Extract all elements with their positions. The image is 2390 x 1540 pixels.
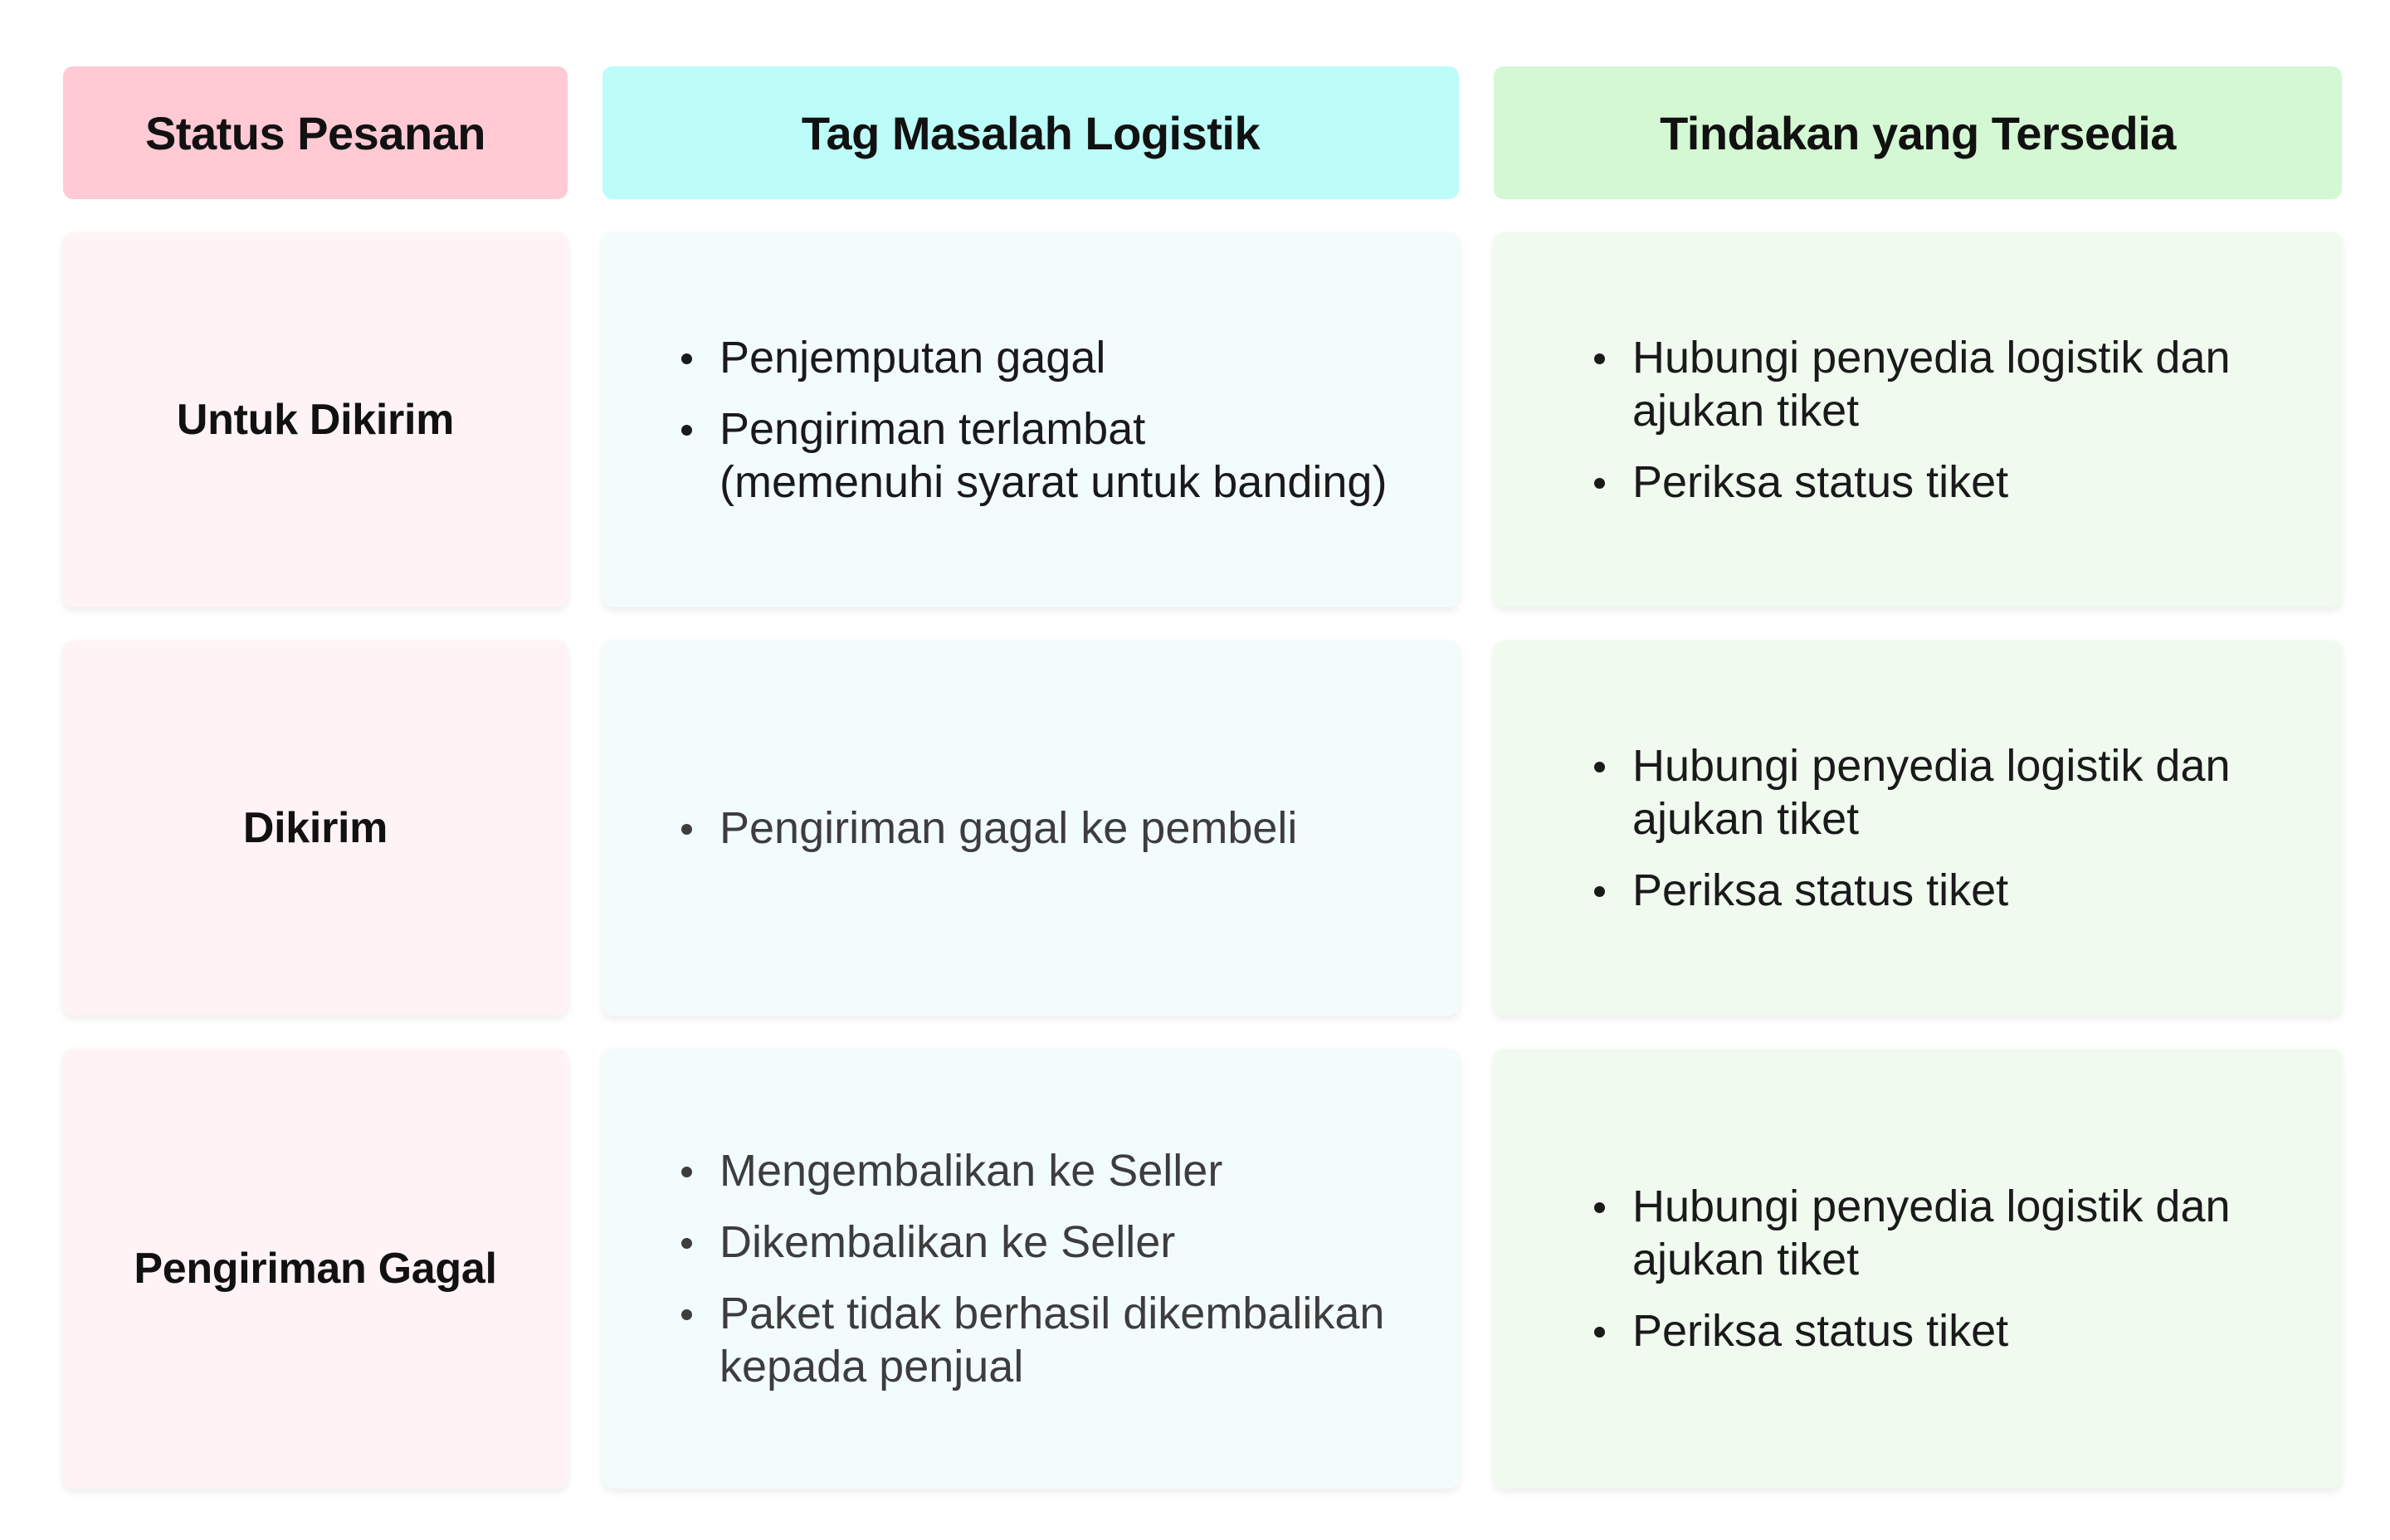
row-3-tags: Mengembalikan ke Seller Dikembalikan ke … bbox=[602, 1049, 1459, 1489]
row-1-actions: Hubungi penyedia logistik dan ajukan tik… bbox=[1494, 232, 2342, 607]
list-item: Periksa status tiket bbox=[1594, 456, 2342, 509]
row-1-status: Untuk Dikirim bbox=[63, 232, 568, 607]
list-item: Pengiriman gagal ke pembeli bbox=[681, 802, 1459, 855]
logistics-status-table: Status Pesanan Tag Masalah Logistik Tind… bbox=[63, 66, 2342, 1489]
header-tag: Tag Masalah Logistik bbox=[602, 66, 1459, 199]
list-item: Dikembalikan ke Seller bbox=[681, 1216, 1459, 1269]
list-item: Hubungi penyedia logistik dan ajukan tik… bbox=[1594, 739, 2342, 846]
list-item: Pengiriman terlambat (memenuhi syarat un… bbox=[681, 402, 1459, 509]
list-item: Periksa status tiket bbox=[1594, 1304, 2342, 1357]
row-2-status: Dikirim bbox=[63, 641, 568, 1016]
action-list: Hubungi penyedia logistik dan ajukan tik… bbox=[1494, 1180, 2342, 1357]
action-list: Hubungi penyedia logistik dan ajukan tik… bbox=[1494, 739, 2342, 917]
list-item: Paket tidak berhasil dikembalikan kepada… bbox=[681, 1287, 1459, 1393]
action-list: Hubungi penyedia logistik dan ajukan tik… bbox=[1494, 331, 2342, 509]
header-status: Status Pesanan bbox=[63, 66, 568, 199]
row-1-tags: Penjemputan gagal Pengiriman terlambat (… bbox=[602, 232, 1459, 607]
list-item: Periksa status tiket bbox=[1594, 864, 2342, 917]
header-action: Tindakan yang Tersedia bbox=[1494, 66, 2342, 199]
list-item: Hubungi penyedia logistik dan ajukan tik… bbox=[1594, 1180, 2342, 1286]
tag-list: Mengembalikan ke Seller Dikembalikan ke … bbox=[602, 1144, 1459, 1393]
tag-list: Pengiriman gagal ke pembeli bbox=[602, 802, 1459, 855]
tag-list: Penjemputan gagal Pengiriman terlambat (… bbox=[602, 331, 1459, 509]
row-2-tags: Pengiriman gagal ke pembeli bbox=[602, 641, 1459, 1016]
row-3-actions: Hubungi penyedia logistik dan ajukan tik… bbox=[1494, 1049, 2342, 1489]
list-item: Hubungi penyedia logistik dan ajukan tik… bbox=[1594, 331, 2342, 437]
list-item: Penjemputan gagal bbox=[681, 331, 1459, 384]
row-3-status: Pengiriman Gagal bbox=[63, 1049, 568, 1489]
list-item: Mengembalikan ke Seller bbox=[681, 1144, 1459, 1197]
row-2-actions: Hubungi penyedia logistik dan ajukan tik… bbox=[1494, 641, 2342, 1016]
